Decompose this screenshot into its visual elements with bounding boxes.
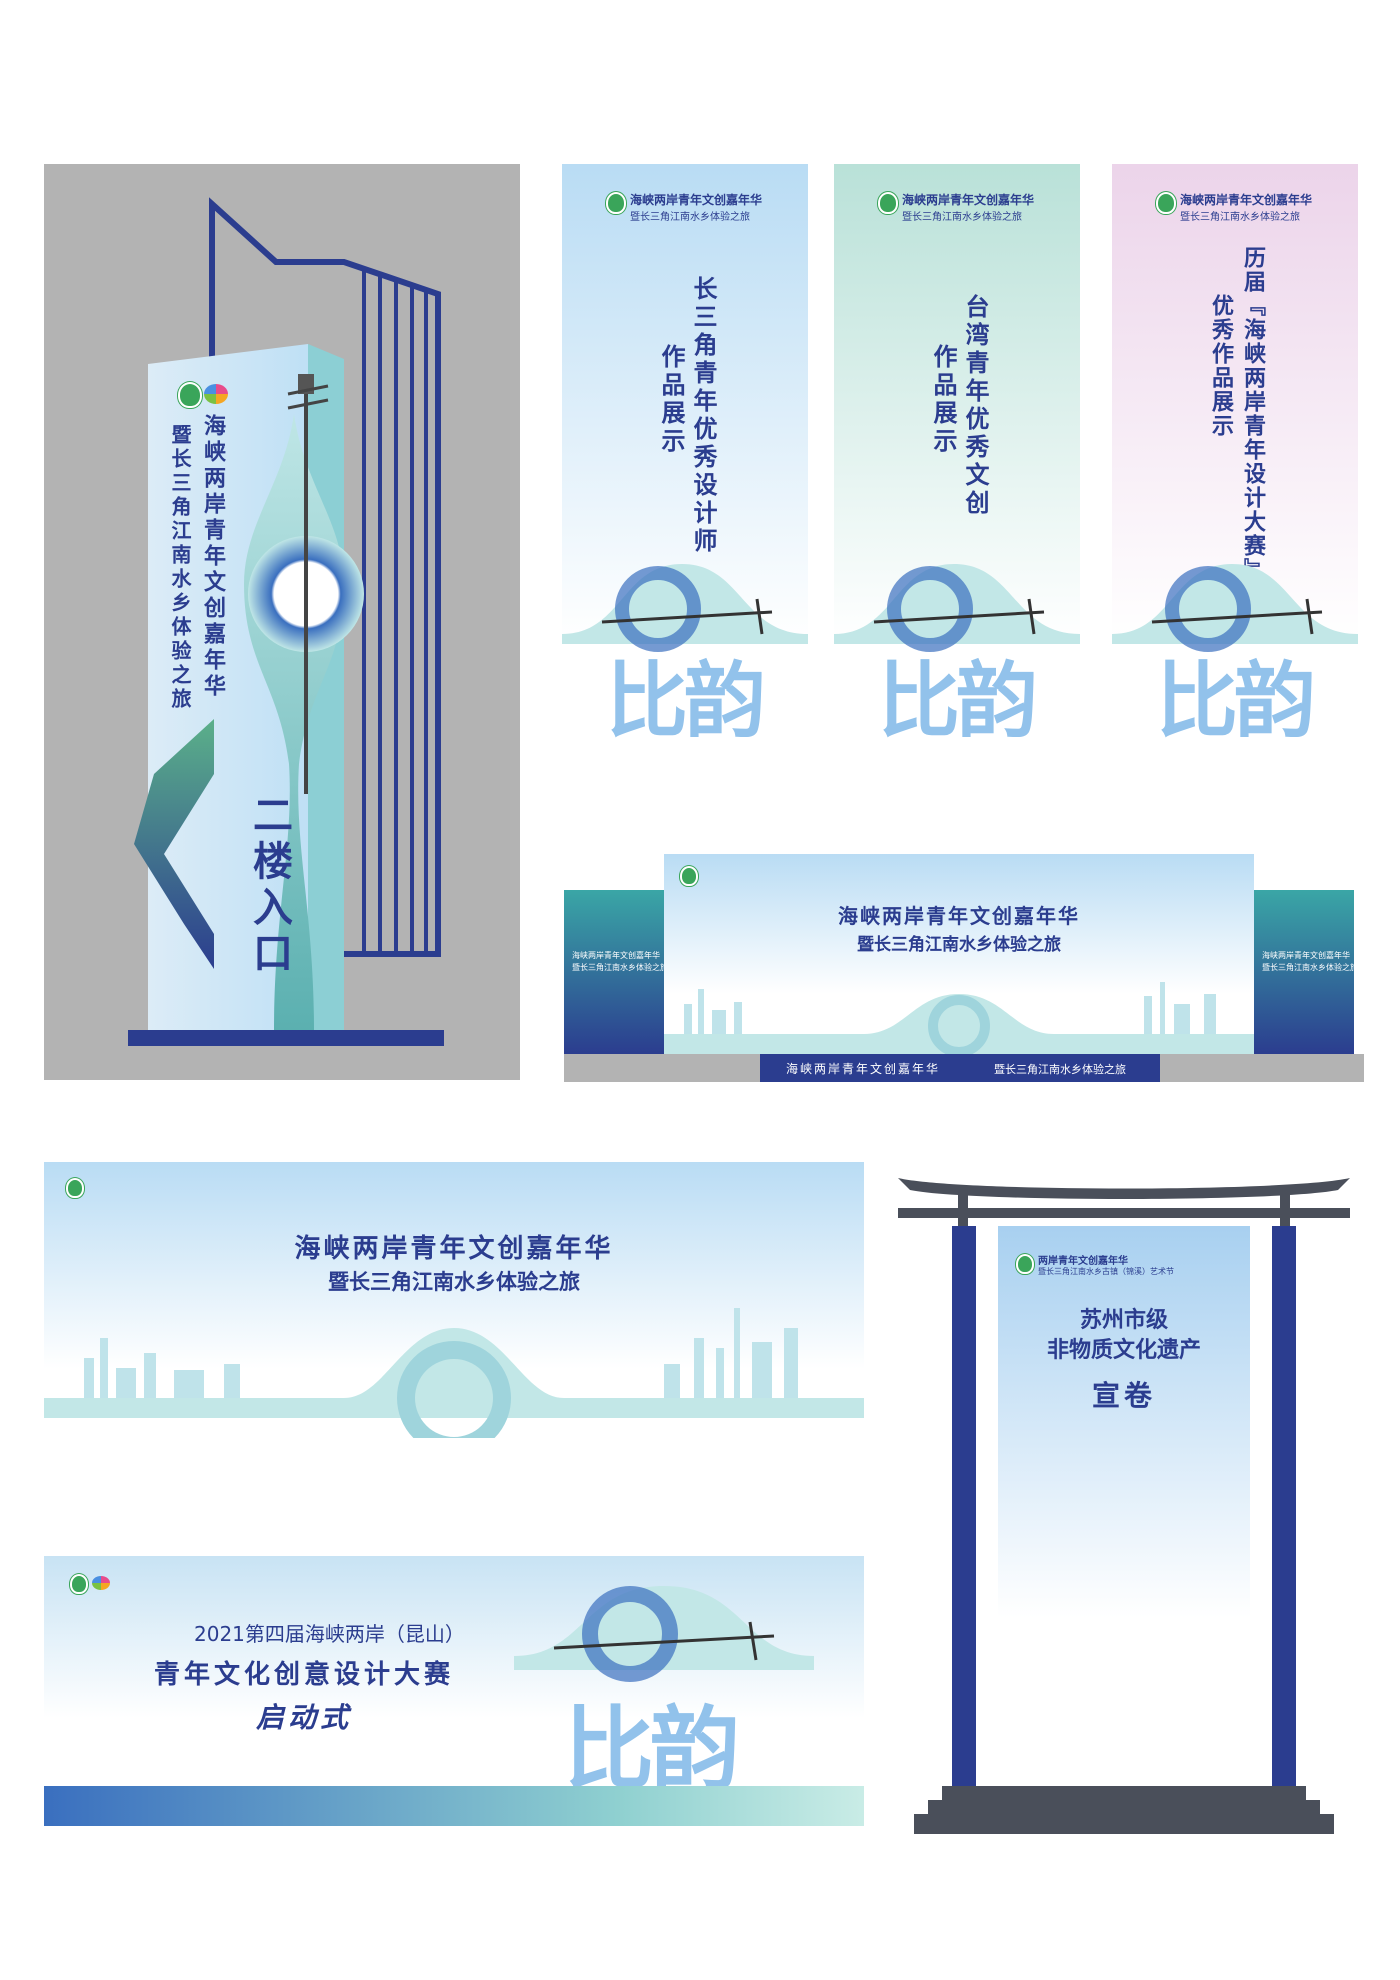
launch-footer-bar: [44, 1786, 864, 1826]
stage-title2: 暨长三角江南水乡体验之旅: [857, 935, 1061, 955]
banner-1: 海峡两岸青年文创嘉年华 暨长三角江南水乡体验之旅 长三角青年优秀设计师 作品展示…: [562, 164, 808, 760]
gate-logo-line1: 两岸青年文创嘉年华: [1038, 1256, 1128, 1267]
stage-base-bar: [760, 1054, 1160, 1082]
stage-left-text2: 暨长三角江南水乡体验之旅: [572, 963, 668, 972]
banner-1-pipa: [562, 564, 808, 652]
launch-watermark: 比韵: [564, 1697, 740, 1802]
launch-banner: 2021第四届海峡两岸（昆山） 青年文化创意设计大赛 启动式 比韵: [44, 1556, 864, 1826]
backdrop-title2: 暨长三角江南水乡体验之旅: [328, 1270, 580, 1294]
stage-right-text1: 海峡两岸青年文创嘉年华: [1262, 951, 1350, 960]
city-skyline: [664, 982, 1254, 1054]
totem-title-line2: 暨长三角江南水乡体验之旅: [168, 424, 192, 712]
banner-3: 海峡两岸青年文创嘉年华 暨长三角江南水乡体验之旅 历届『海峡两岸青年设计大赛』 …: [1112, 164, 1358, 760]
banner-2-text-col1: 台湾青年优秀文创: [961, 294, 989, 518]
partner-logo-icon: [92, 1576, 110, 1590]
launch-line2: 青年文化创意设计大赛: [154, 1660, 455, 1690]
banner-1-watermark: 比韵: [606, 654, 766, 749]
banner-3-logo-line2: 暨长三角江南水乡体验之旅: [1180, 212, 1300, 223]
event-logo-icon: [178, 382, 202, 408]
event-logo-icon: [70, 1574, 88, 1594]
banner-3-text-col2: 优秀作品展示: [1208, 294, 1233, 438]
gate: 两岸青年文创嘉年华 暨长三角江南水乡古镇（锦溪）艺术节 苏州市级 非物质文化遗产…: [898, 1166, 1350, 1834]
banner-2-logo-line2: 暨长三角江南水乡体验之旅: [902, 212, 1022, 223]
event-logo-icon: [1156, 192, 1176, 214]
launch-line3: 启动式: [256, 1701, 353, 1734]
gate-line3: 宣卷: [1091, 1379, 1156, 1412]
partner-logo-icon: [204, 384, 228, 404]
event-logo-icon: [680, 866, 698, 886]
banner-2-watermark: 比韵: [878, 654, 1038, 749]
banner-3-watermark: 比韵: [1156, 654, 1316, 749]
banner-2: 海峡两岸青年文创嘉年华 暨长三角江南水乡体验之旅 台湾青年优秀文创 作品展示 比…: [834, 164, 1080, 760]
banner-3-pipa: [1112, 564, 1358, 652]
stage-right-wing: [1254, 890, 1354, 1054]
totem-entrance-label: 二楼入口: [246, 794, 292, 978]
gate-panel: [998, 1226, 1250, 1786]
backdrop: 海峡两岸青年文创嘉年华 暨长三角江南水乡体验之旅: [44, 1162, 864, 1438]
banner-1-text-col2: 作品展示: [657, 344, 685, 456]
gate-line2: 非物质文化遗产: [1046, 1338, 1201, 1363]
arrow-chevron: [134, 719, 214, 969]
gate-logo-line2: 暨长三角江南水乡古镇（锦溪）艺术节: [1038, 1267, 1174, 1276]
banner-2-pipa: [834, 564, 1080, 652]
launch-pipa: [514, 1586, 814, 1682]
banner-3-text-col1: 历届『海峡两岸青年设计大赛』: [1240, 246, 1265, 582]
stage-base-text2: 暨长三角江南水乡体验之旅: [994, 1063, 1126, 1076]
stage-left-text1: 海峡两岸青年文创嘉年华: [572, 951, 660, 960]
banner-1-logo-line1: 海峡两岸青年文创嘉年华: [630, 193, 763, 207]
event-logo-icon: [878, 192, 898, 214]
banner-1-logo-line2: 暨长三角江南水乡体验之旅: [630, 212, 750, 223]
totem-panel: 海峡两岸青年文创嘉年华 暨长三角江南水乡体验之旅 二楼入口: [44, 164, 520, 1080]
event-logo-icon: [1016, 1254, 1034, 1274]
gate-line1: 苏州市级: [1079, 1308, 1168, 1333]
banner-3-logo-line1: 海峡两岸青年文创嘉年华: [1180, 193, 1313, 207]
stage-base-text1: 海峡两岸青年文创嘉年华: [786, 1062, 941, 1076]
launch-line1: 2021第四届海峡两岸（昆山）: [194, 1622, 465, 1646]
stage-right-text2: 暨长三角江南水乡体验之旅: [1262, 963, 1358, 972]
stage-left-wing: [564, 890, 664, 1054]
banner-1-text-col1: 长三角青年优秀设计师: [689, 276, 717, 556]
backdrop-title1: 海峡两岸青年文创嘉年华: [294, 1234, 614, 1264]
gate-roof-icon: [898, 1178, 1350, 1834]
event-logo-icon: [66, 1178, 84, 1198]
event-logo-icon: [606, 192, 626, 214]
banner-2-logo-line1: 海峡两岸青年文创嘉年华: [902, 193, 1035, 207]
city-skyline: [44, 1308, 864, 1438]
banner-2-text-col2: 作品展示: [929, 344, 957, 456]
stage-title1: 海峡两岸青年文创嘉年华: [838, 904, 1080, 928]
totem-title-line1: 海峡两岸青年文创嘉年华: [200, 414, 225, 700]
totem-frame: [128, 197, 444, 1046]
stage: 海峡两岸青年文创嘉年华 暨长三角江南水乡体验之旅 海峡两岸青年文创嘉年华 暨长三…: [564, 854, 1364, 1084]
